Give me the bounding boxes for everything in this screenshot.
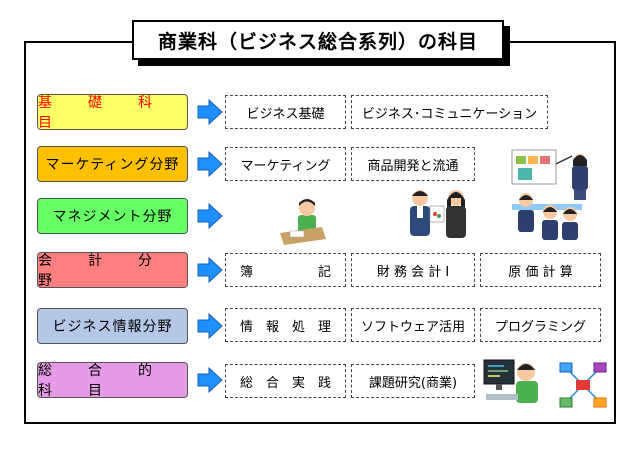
business-meeting-icon bbox=[410, 190, 466, 238]
subject-cell: 情 報 処 理 bbox=[225, 308, 346, 342]
arrow-right-icon bbox=[197, 367, 223, 393]
subject-cell: 原 価 計 算 bbox=[480, 253, 601, 287]
subject-cell: ビジネス･コミュニケーション bbox=[351, 95, 548, 129]
category-label: マーケティング分野 bbox=[45, 157, 180, 173]
network-icon bbox=[559, 362, 607, 408]
category-basic: 基 礎 科 目 bbox=[37, 94, 188, 131]
category-integrated: 総 合 的 科 目 bbox=[37, 362, 188, 399]
subject-cell: ソフトウェア活用 bbox=[351, 308, 475, 342]
arrow-right-icon bbox=[197, 313, 223, 339]
category-label: マネジメント分野 bbox=[52, 209, 173, 225]
presentation-icon bbox=[511, 149, 588, 240]
subject-cell: 総 合 実 践 bbox=[225, 364, 346, 398]
category-label: 会 計 分 野 bbox=[38, 253, 188, 289]
subject-cell: 簿 記 bbox=[225, 253, 346, 287]
category-accounting: 会 計 分 野 bbox=[37, 252, 188, 289]
category-business-info: ビジネス情報分野 bbox=[37, 308, 188, 344]
student-studying-icon bbox=[280, 199, 326, 245]
category-marketing: マーケティング分野 bbox=[37, 146, 188, 182]
arrow-right-icon bbox=[197, 257, 223, 283]
subject-cell: プログラミング bbox=[480, 308, 601, 342]
arrow-right-icon bbox=[197, 203, 223, 229]
subject-cell: ビジネス基礎 bbox=[225, 95, 346, 129]
category-label: ビジネス情報分野 bbox=[52, 319, 173, 335]
category-label: 基 礎 科 目 bbox=[38, 95, 188, 131]
arrow-right-icon bbox=[197, 151, 223, 177]
subject-cell: 商品開発と流通 bbox=[351, 147, 475, 181]
programmer-icon bbox=[483, 359, 538, 403]
subject-cell: 財 務 会 計 Ⅰ bbox=[351, 253, 475, 287]
subject-cell: マーケティング bbox=[225, 147, 346, 181]
page-title: 商業科（ビジネス総合系列）の科目 bbox=[132, 20, 504, 60]
arrow-right-icon bbox=[197, 99, 223, 125]
subject-cell: 課題研究(商業) bbox=[351, 364, 475, 398]
category-label: 総 合 的 科 目 bbox=[38, 363, 188, 399]
category-management: マネジメント分野 bbox=[37, 198, 188, 234]
